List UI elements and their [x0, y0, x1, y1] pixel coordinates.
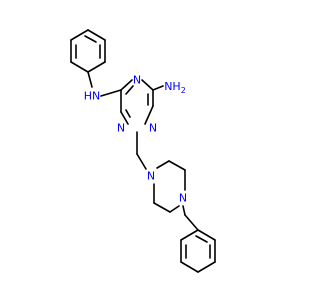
bond — [87, 71, 93, 88]
atom-label-n5: N — [149, 122, 157, 135]
bond — [87, 61, 106, 73]
bond — [180, 229, 199, 241]
phenyl-ring — [70, 29, 106, 73]
bond — [100, 89, 122, 97]
atom-label-nh2-subscript: 2 — [181, 86, 186, 95]
atom-label-piperazine-n1: N — [147, 170, 155, 183]
bond — [182, 205, 186, 216]
molecule-structure: HN NH2 N N N N N — [70, 29, 216, 273]
bond — [168, 160, 186, 171]
bond — [87, 29, 106, 41]
bond — [197, 261, 216, 273]
bond — [141, 79, 154, 91]
triazine-ring — [120, 79, 154, 125]
bond — [120, 111, 129, 125]
bond — [197, 229, 216, 241]
bond — [180, 261, 199, 273]
bond — [120, 79, 133, 91]
benzyl-ring — [180, 229, 216, 273]
molecule-diagram: HN NH2 N N N N N — [70, 29, 216, 273]
bond — [70, 61, 89, 73]
bond — [169, 205, 180, 213]
atom-label-hn: HN — [84, 90, 101, 103]
bond — [152, 85, 164, 91]
bond — [184, 214, 199, 231]
bond — [70, 29, 89, 41]
double-bond-inner — [125, 85, 134, 95]
double-bond-inner — [125, 109, 131, 118]
bond — [156, 160, 170, 169]
atom-label-n1: N — [133, 74, 141, 87]
atom-label-nh2: NH2 — [164, 80, 186, 95]
bond — [136, 153, 147, 170]
bond — [153, 202, 171, 213]
atom-label-n3: N — [117, 122, 125, 135]
bond — [144, 105, 154, 125]
double-bond-inner — [84, 35, 97, 43]
double-bond-inner — [195, 235, 208, 243]
atom-labels: HN NH2 N N N N N — [84, 74, 187, 205]
piperazine-ring — [153, 160, 186, 213]
atom-label-piperazine-n4: N — [179, 192, 187, 205]
atom-label-nh2-main: NH — [164, 80, 181, 93]
